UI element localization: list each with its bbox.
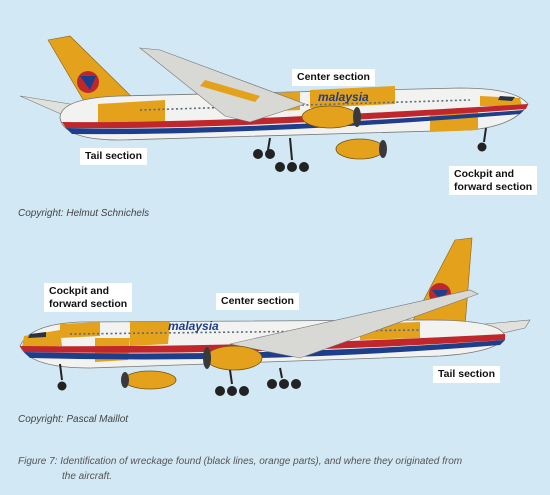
label-tail-section: Tail section [433, 366, 500, 383]
label-cockpit-forward-section: Cockpit and forward section [44, 283, 133, 312]
figure-2-photo: malaysia Cockpit and forward section Cen… [0, 232, 550, 412]
copyright-2: Copyright: Pascal Maillot [18, 414, 129, 425]
figure-caption: Figure 7: Identification of wreckage fou… [18, 454, 538, 484]
figure-1-photo: malaysia Center section Tail section Coc… [0, 0, 550, 200]
label-cockpit-forward-section: Cockpit and forward section [449, 166, 538, 195]
caption-line-2: the aircraft. [62, 471, 113, 482]
caption-line-1: Figure 7: Identification of wreckage fou… [18, 456, 463, 467]
fuselage-logo-text: malaysia [168, 319, 219, 333]
label-center-section: Center section [216, 293, 299, 310]
aircraft-1-illustration: malaysia [19, 35, 529, 172]
fuselage-logo-text: malaysia [318, 90, 369, 104]
label-center-section: Center section [292, 69, 375, 86]
label-tail-section: Tail section [80, 148, 147, 165]
aircraft-2-illustration: malaysia [19, 237, 531, 396]
copyright-1: Copyright: Helmut Schnichels [18, 208, 150, 219]
